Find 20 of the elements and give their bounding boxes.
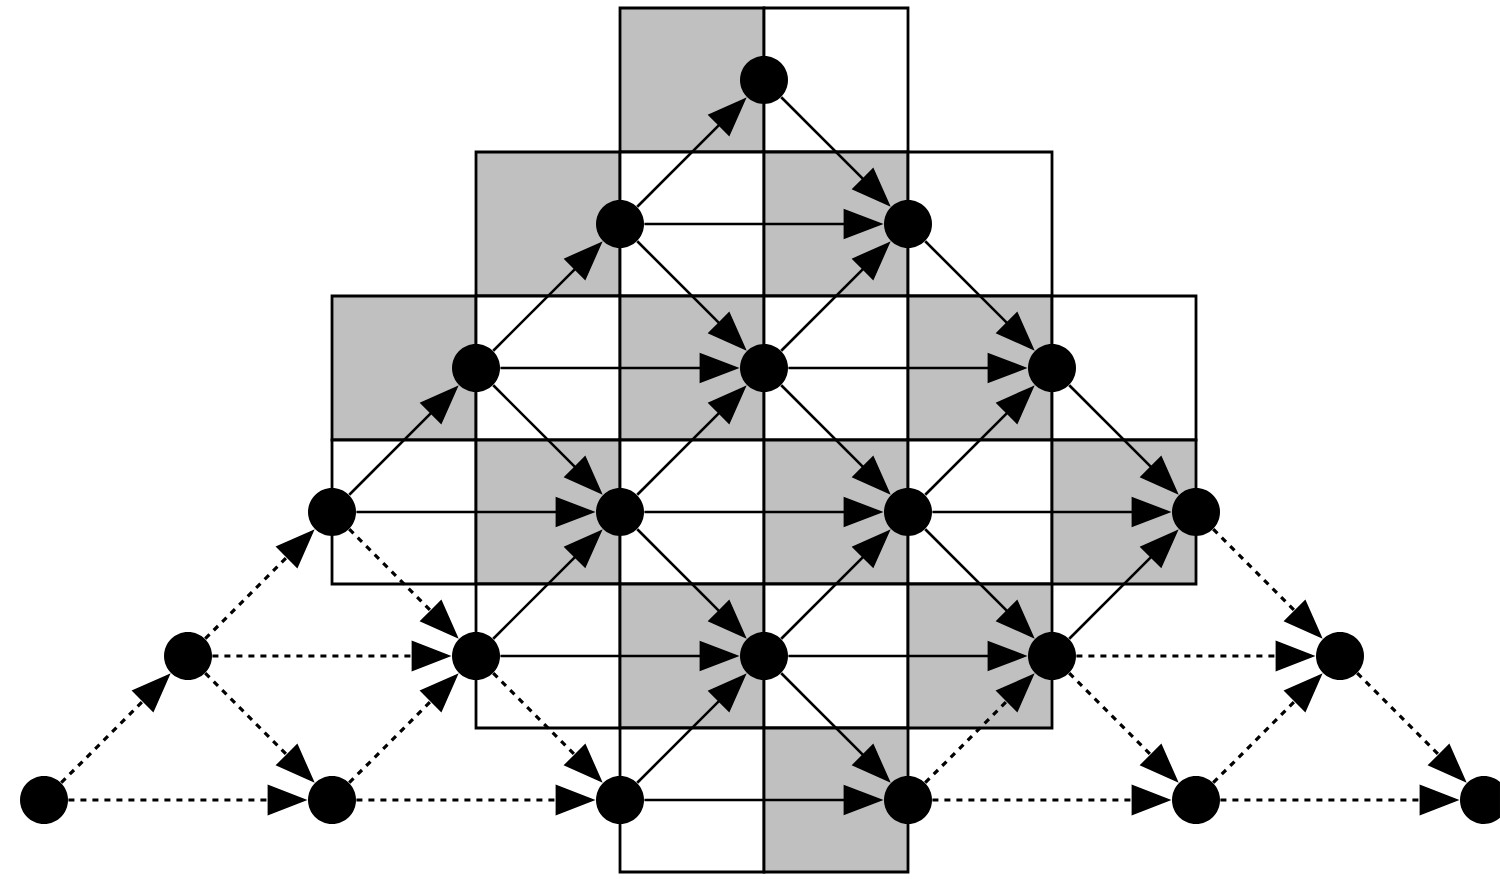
dot [1316,632,1364,680]
dot [596,776,644,824]
dot [740,632,788,680]
dot [452,632,500,680]
dot [1028,632,1076,680]
dot [740,344,788,392]
dot [452,344,500,392]
dot [884,776,932,824]
dot [1028,344,1076,392]
dot [884,488,932,536]
dot [164,632,212,680]
dot [740,56,788,104]
dot [308,488,356,536]
dot [596,200,644,248]
dot [1172,776,1220,824]
dot [1172,488,1220,536]
dot [20,776,68,824]
dot [884,200,932,248]
dot [596,488,644,536]
dot [308,776,356,824]
